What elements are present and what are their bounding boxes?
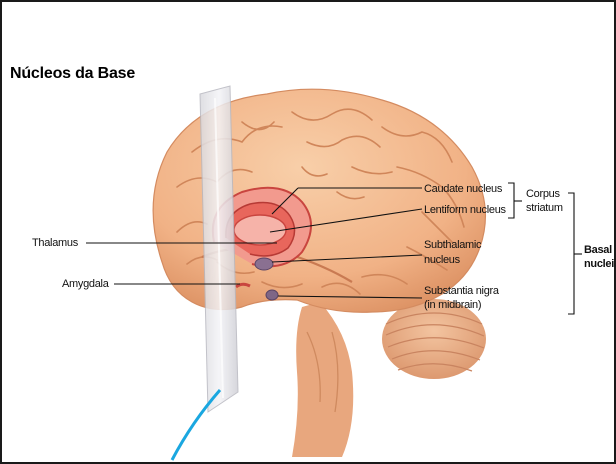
label-thalamus: Thalamus — [32, 237, 78, 249]
subthalamic-nucleus — [255, 258, 273, 270]
label-subthalamic-line2: nucleus — [424, 254, 460, 266]
label-corpus-striatum-line2: striatum — [526, 202, 563, 214]
label-basal-nuclei-line2: nuclei — [584, 258, 614, 270]
label-subthalamic-line1: Subthalamic — [424, 239, 481, 251]
lentiform-nucleus — [234, 215, 286, 245]
label-corpus-striatum-line1: Corpus — [526, 188, 560, 200]
substantia-nigra — [266, 290, 278, 300]
blue-accent-arc — [172, 390, 220, 460]
label-substantia-nigra-line2: (in midbrain) — [424, 299, 481, 311]
label-amygdala: Amygdala — [62, 278, 109, 290]
label-basal-nuclei-line1: Basal — [584, 244, 612, 256]
label-caudate-nucleus: Caudate nucleus — [424, 183, 502, 195]
brainstem — [292, 302, 353, 457]
page-title: Núcleos da Base — [10, 65, 135, 83]
label-lentiform-nucleus: Lentiform nucleus — [424, 204, 506, 216]
label-substantia-nigra-line1: Substantia nigra — [424, 285, 499, 297]
cerebellum — [382, 299, 486, 379]
